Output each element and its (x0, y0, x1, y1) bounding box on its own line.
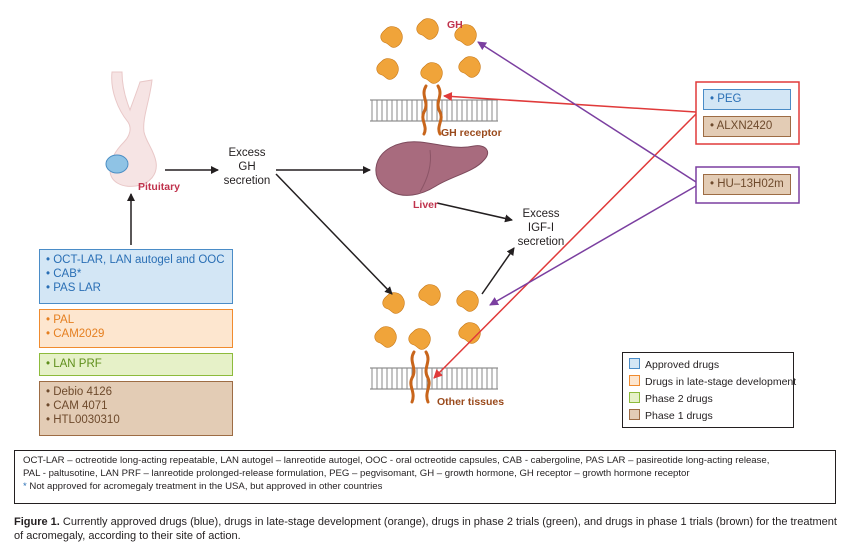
drug-item: • HU–13H02m (710, 178, 784, 190)
drug-item: • CAB* (46, 268, 82, 280)
gh-molecules-top (376, 18, 481, 84)
gh-receptor-bottom (409, 350, 431, 404)
figure-label: Figure 1. (14, 516, 60, 528)
approved-drugs-box: • OCT-LAR, LAN autogel and OOC • CAB* • … (39, 249, 233, 304)
legend-item-late-stage: Drugs in late-stage development (629, 375, 796, 389)
legend-label: Phase 1 drugs (645, 410, 713, 422)
purple-arrows (477, 41, 697, 306)
figure-caption: Figure 1. Currently approved drugs (blue… (14, 515, 839, 543)
gh-receptor-label: GH receptor (441, 127, 502, 139)
excess-gh-line-3: secretion (223, 175, 271, 187)
legend-item-approved: Approved drugs (629, 358, 719, 372)
excess-igf-label: Excess IGF-I secretion (508, 207, 574, 249)
drug-item: • LAN PRF (46, 358, 102, 370)
footnote-mark: * (23, 481, 27, 492)
excess-igf-line-2: IGF-I (527, 222, 555, 234)
drug-item: • CAM 4071 (46, 400, 108, 412)
drug-item: • PAS LAR (46, 282, 101, 294)
red-arrows (433, 92, 697, 379)
excess-gh-line-1: Excess (228, 147, 266, 159)
legend-swatch (629, 358, 640, 369)
pituitary-label: Pituitary (138, 181, 181, 193)
phase2-drugs-box: • LAN PRF (39, 353, 233, 376)
drug-item: • HTL0030310 (46, 414, 120, 426)
late-stage-drugs-box: • PAL • CAM2029 (39, 309, 233, 348)
footnote-text: Not approved for acromegaly treatment in… (26, 481, 383, 492)
legend: Approved drugs Drugs in late-stage devel… (622, 352, 796, 428)
flow-arrows (127, 166, 515, 295)
abbreviations-line-2: PAL - paltusotine, LAN PRF – lanreotide … (23, 468, 690, 479)
peg-drug-box: • PEG (703, 89, 791, 110)
alxn2420-drug-box: • ALXN2420 (703, 116, 791, 137)
pituitary-illustration (105, 71, 157, 187)
excess-gh-line-2: GH (238, 161, 256, 173)
drug-item: • PAL (46, 314, 75, 326)
legend-swatch (629, 392, 640, 403)
drug-item: • ALXN2420 (710, 120, 773, 132)
legend-label: Approved drugs (645, 359, 720, 371)
legend-swatch (629, 375, 640, 386)
drug-item: • OCT-LAR, LAN autogel and OOC (46, 254, 225, 266)
gh-label: GH (447, 19, 463, 31)
other-tissues-label: Other tissues (437, 396, 505, 408)
excess-igf-line-1: Excess (522, 208, 560, 220)
excess-gh-label: Excess GH secretion (214, 146, 280, 188)
acromegaly-diagram: Pituitary Excess GH secretion GH GH rece… (39, 18, 800, 436)
abbreviations-line-1: OCT-LAR – octreotide long-acting repeata… (23, 455, 770, 466)
liver-label: Liver (413, 199, 439, 211)
excess-igf-line-3: secretion (517, 236, 565, 248)
footnote: * Not approved for acromegaly treatment … (23, 480, 827, 493)
drug-item: • PEG (710, 93, 742, 105)
abbreviations-box: OCT-LAR – octreotide long-acting repeata… (14, 450, 836, 504)
gh-molecules-bottom (374, 284, 481, 350)
legend-label: Phase 2 drugs (645, 393, 713, 405)
legend-swatch (629, 409, 640, 420)
liver-illustration (375, 141, 489, 196)
gh-receptor-top (421, 84, 443, 136)
caption-text: Currently approved drugs (blue), drugs i… (14, 516, 837, 542)
legend-label: Drugs in late-stage development (645, 376, 797, 388)
legend-item-phase1: Phase 1 drugs (629, 409, 713, 423)
legend-item-phase2: Phase 2 drugs (629, 392, 713, 406)
gh-receptor-membrane (370, 98, 498, 122)
hu-13h02m-drug-box: • HU–13H02m (703, 174, 791, 195)
drug-item: • Debio 4126 (46, 386, 113, 398)
phase1-drugs-box: • Debio 4126 • CAM 4071 • HTL0030310 (39, 381, 233, 436)
drug-item: • CAM2029 (46, 328, 105, 340)
